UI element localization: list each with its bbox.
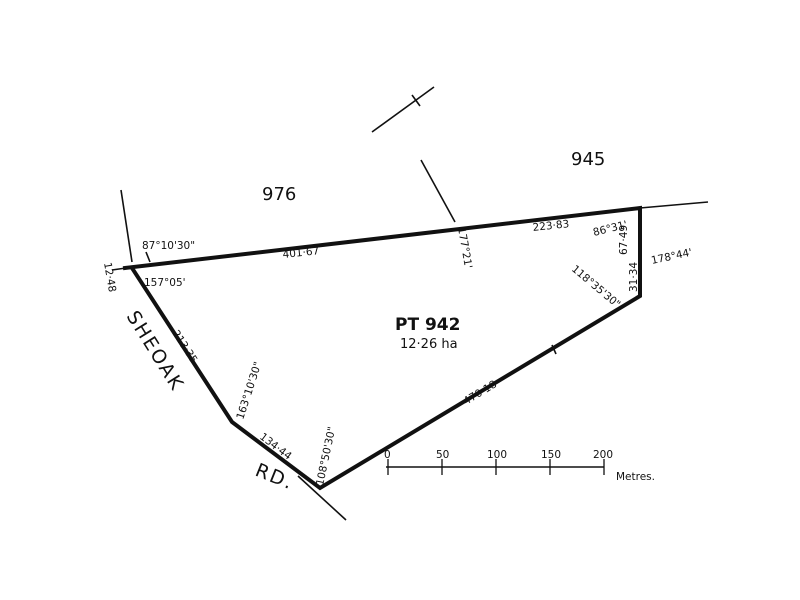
distance-east-lower: 31·34 [628, 262, 640, 292]
distance-north-east: 223·83 [532, 218, 570, 234]
parcel-boundary [122, 205, 642, 491]
bearing-w-bend: 163°10'30" [234, 360, 264, 421]
survey-mark-nw-cross [145, 251, 151, 263]
boundary-line-east-extension [639, 201, 709, 209]
bearing-e-inner: 118°35'30" [569, 263, 622, 311]
lot-number-976: 976 [262, 184, 296, 205]
scale-label-100: 100 [487, 449, 507, 461]
survey-mark-nw [111, 267, 127, 271]
distance-west-short: 12·48 [101, 261, 118, 293]
parcel-area: 12·26 ha [400, 337, 458, 352]
scale-unit: Metres. [616, 471, 655, 483]
scale-label-0: 0 [384, 449, 391, 461]
survey-mark-se-edge [551, 344, 557, 355]
scale-label-150: 150 [541, 449, 561, 461]
bearing-nw-bottom: 157°05' [144, 277, 186, 289]
distance-east-upper: 67·49 [618, 225, 630, 255]
road-name-sheoak: SHEOAK [122, 307, 189, 395]
boundary-line-north-fragment [371, 86, 435, 133]
scale-label-50: 50 [436, 449, 449, 461]
scale-label-200: 200 [593, 449, 613, 461]
boundary-line-west-road [120, 189, 133, 263]
bearing-nw-top: 87°10'30" [142, 240, 195, 252]
bearing-north-mid: 177°21' [455, 226, 474, 269]
distance-north-west: 401·67 [282, 245, 320, 261]
lot-number-945: 945 [571, 149, 605, 170]
boundary-line-945-976 [420, 159, 456, 223]
bearing-ne-right: 178°44' [650, 247, 693, 267]
distance-southeast: 470·18 [461, 378, 499, 407]
parcel-title: PT 942 [395, 315, 460, 335]
boundary-line-road-south [297, 475, 347, 521]
scale-bar: 0 50 100 150 200 Metres. [384, 449, 655, 483]
boundary-tick-north-fragment [411, 94, 421, 107]
